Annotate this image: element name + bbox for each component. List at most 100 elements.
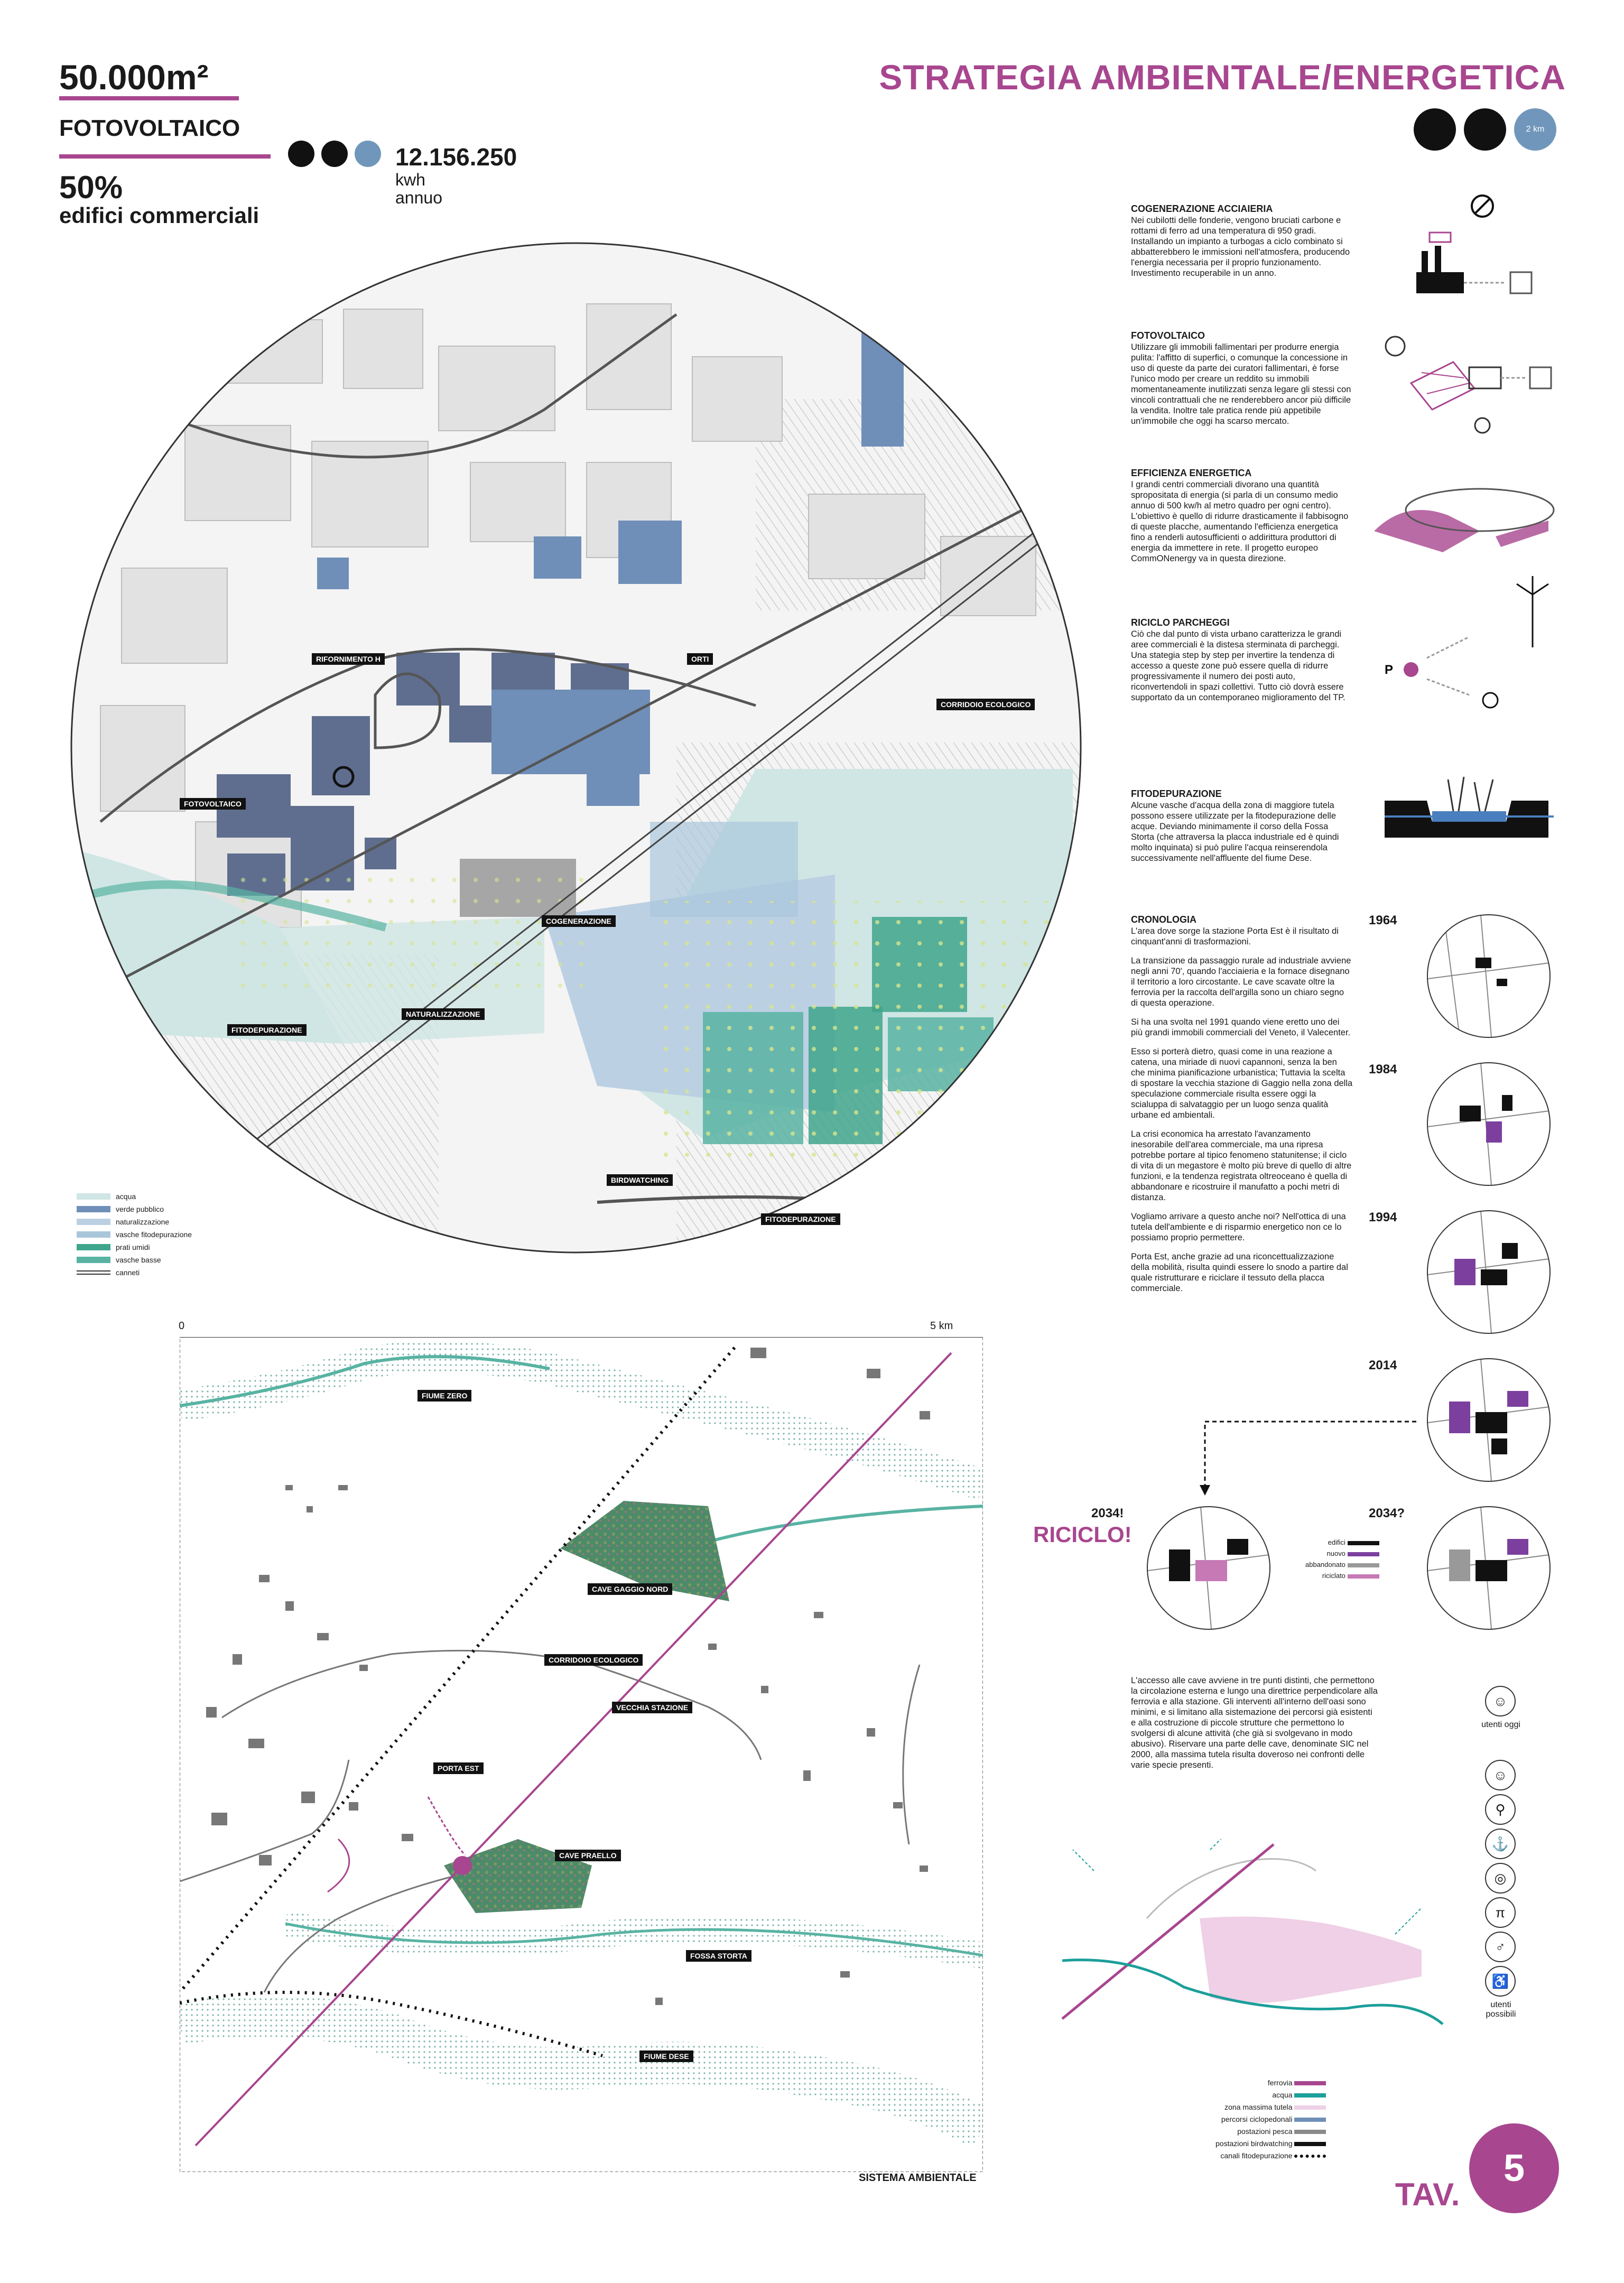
area-value: 50.000m²	[59, 58, 209, 97]
cronologia-title: CRONOLOGIA	[1131, 914, 1196, 925]
timeline-map	[1147, 1506, 1270, 1630]
bottom-legend: ferrovia acqua zona massima tutela perco…	[1215, 2077, 1326, 2162]
cronologia-text: Porta Est, anche grazie ad una riconcett…	[1131, 1252, 1348, 1293]
cronologia-text: Si ha una svolta nel 1991 quando viene e…	[1131, 1017, 1351, 1037]
person-icon: ☺	[1485, 1686, 1516, 1716]
year-label: 2034?	[1369, 1506, 1405, 1520]
map-label-rifornimento: RIFORNIMENTO H	[312, 653, 385, 665]
section-title: RICICLO PARCHEGGI	[1131, 617, 1230, 628]
section-cogenerazione: COGENERAZIONE ACCIAIERIA Nei cubilotti d…	[1131, 203, 1353, 287]
binoculars-icon: ◎	[1485, 1863, 1516, 1894]
legend-item: vasche fitodepurazione	[77, 1230, 192, 1239]
lower-map-label: CORRIDOIO ECOLOGICO	[544, 1654, 643, 1666]
legend-item: verde pubblico	[77, 1205, 164, 1213]
map-label-corridoio: CORRIDOIO ECOLOGICO	[936, 699, 1035, 710]
lower-map-label: VECCHIA STAZIONE	[612, 1702, 693, 1713]
map-label-naturalizzazione: NATURALIZZAZIONE	[402, 1008, 485, 1020]
section-title: COGENERAZIONE ACCIAIERIA	[1131, 203, 1273, 214]
year-label: 1964	[1369, 913, 1397, 927]
environmental-system-map	[180, 1337, 983, 2172]
legend-item: prati umidi	[77, 1243, 150, 1251]
section-text: Ciò che dal punto di vista urbano caratt…	[1131, 629, 1345, 702]
percent-value: 50%	[59, 170, 123, 205]
access-section: L'accesso alle cave avviene in tre punti…	[1131, 1675, 1379, 1779]
access-diagram	[1061, 1839, 1444, 2025]
page-title: STRATEGIA AMBIENTALE/ENERGETICA	[879, 58, 1566, 97]
timeline-map	[1427, 1210, 1551, 1334]
lower-map-label: FIUME DESE	[639, 2050, 693, 2062]
wind-turbine-icon: P	[1385, 576, 1549, 709]
cronologia-text: Vogliamo arrivare a questo anche noi? Ne…	[1131, 1212, 1346, 1242]
scale-dot-icon	[1464, 108, 1506, 151]
scale-start: 0	[179, 1320, 185, 1332]
map-label-orti: ORTI	[687, 653, 713, 665]
cronologia-text: L'area dove sorge la stazione Porta Est …	[1131, 926, 1339, 946]
year-label: 1994	[1369, 1210, 1397, 1224]
map-label-fotovoltaico: FOTOVOLTAICO	[180, 798, 246, 810]
energy-value: 12.156.250	[395, 143, 517, 171]
energy-unit: kwh	[395, 170, 425, 189]
map-label-cogenerazione: COGENERAZIONE	[542, 915, 616, 927]
year-label: 1984	[1369, 1062, 1397, 1076]
scale-dot-icon	[1414, 108, 1456, 151]
lower-map-label: CAVE GAGGIO NORD	[588, 1583, 673, 1595]
timeline-map	[1427, 914, 1551, 1038]
tav-label: TAV.	[1395, 2177, 1460, 2212]
section-text: Nei cubilotti delle fonderie, vengono br…	[1131, 216, 1350, 278]
cronologia-text: Esso si porterà dietro, quasi come in un…	[1131, 1047, 1353, 1120]
main-circular-map	[70, 242, 1082, 1254]
timeline-map	[1427, 1506, 1551, 1630]
access-text: L'accesso alle cave avviene in tre punti…	[1131, 1676, 1378, 1770]
legend-item: naturalizzazione	[77, 1218, 169, 1226]
map-label-birdwatching: BIRDWATCHING	[607, 1174, 673, 1186]
section-efficienza: EFFICIENZA ENERGETICA I grandi centri co…	[1131, 468, 1353, 572]
solar-panel-icon	[1385, 336, 1552, 434]
map-caption: SISTEMA AMBIENTALE	[859, 2172, 977, 2184]
section-text: Utilizzare gli immobili fallimentari per…	[1131, 342, 1351, 426]
legend-item: canneti	[77, 1268, 140, 1277]
arrow-connector	[1200, 1421, 1416, 1496]
users-today-label: utenti oggi	[1481, 1720, 1520, 1729]
cronologia-section: CRONOLOGIA L'area dove sorge la stazione…	[1131, 914, 1353, 1302]
year-label: 2034!	[1091, 1506, 1124, 1520]
section-text: I grandi centri commerciali divorano una…	[1131, 480, 1349, 563]
factory-icon	[1416, 194, 1533, 294]
energy-period: annuo	[395, 188, 442, 207]
section-riciclo-parcheggi: RICICLO PARCHEGGI Ciò che dal punto di v…	[1131, 617, 1353, 711]
section-title: EFFICIENZA ENERGETICA	[1131, 468, 1252, 478]
fishing-icon: ⚓	[1485, 1829, 1516, 1859]
timeline-map	[1427, 1358, 1551, 1482]
lower-map-label: FOSSA STORTA	[686, 1950, 751, 1962]
cronologia-text: La transizione da passaggio rurale ad in…	[1131, 956, 1351, 1008]
map-label-fitodepurazione: FITODEPURAZIONE	[227, 1024, 307, 1036]
lower-map-label: PORTA EST	[433, 1762, 484, 1774]
bicycle-icon: ⚲	[1485, 1794, 1516, 1825]
picnic-table-icon: π	[1485, 1897, 1516, 1928]
tav-number: 5	[1469, 2123, 1559, 2213]
timeline-map	[1427, 1062, 1551, 1186]
map-label-fitodepurazione-2: FITODEPURAZIONE	[761, 1213, 840, 1225]
efficiency-icon	[1374, 488, 1555, 552]
year-label: 2014	[1369, 1358, 1397, 1372]
legend-item: vasche basse	[77, 1256, 161, 1264]
lower-map-label: CAVE PRAELLO	[555, 1850, 621, 1861]
percent-label: edifici commerciali	[59, 203, 259, 228]
fotovoltaico-label: FOTOVOLTAICO	[59, 115, 240, 141]
phytodepuration-icon	[1385, 776, 1554, 838]
riciclo-label: RICICLO!	[1033, 1522, 1132, 1547]
scale-badge: 2 km	[1514, 108, 1556, 151]
section-text: Alcune vasche d'acqua della zona di magg…	[1131, 801, 1339, 863]
cronologia-text: La crisi economica ha arrestato l'avanza…	[1131, 1129, 1352, 1202]
dot-icon	[288, 141, 314, 167]
section-fitodepurazione: FITODEPURAZIONE Alcune vasche d'acqua de…	[1131, 788, 1353, 872]
scale-end: 5 km	[930, 1320, 953, 1332]
person-icon: ☺	[1485, 1760, 1516, 1790]
divider	[59, 96, 239, 100]
users-possible-label: utenti possibili	[1486, 2000, 1516, 2019]
section-title: FITODEPURAZIONE	[1131, 788, 1222, 799]
section-title: FOTOVOLTAICO	[1131, 330, 1205, 341]
mini-legend: edifici nuovo abbandonato riciclato	[1305, 1537, 1379, 1581]
svg-text:P: P	[1385, 663, 1393, 677]
divider	[59, 154, 271, 159]
lower-map-label: FIUME ZERO	[417, 1390, 472, 1402]
